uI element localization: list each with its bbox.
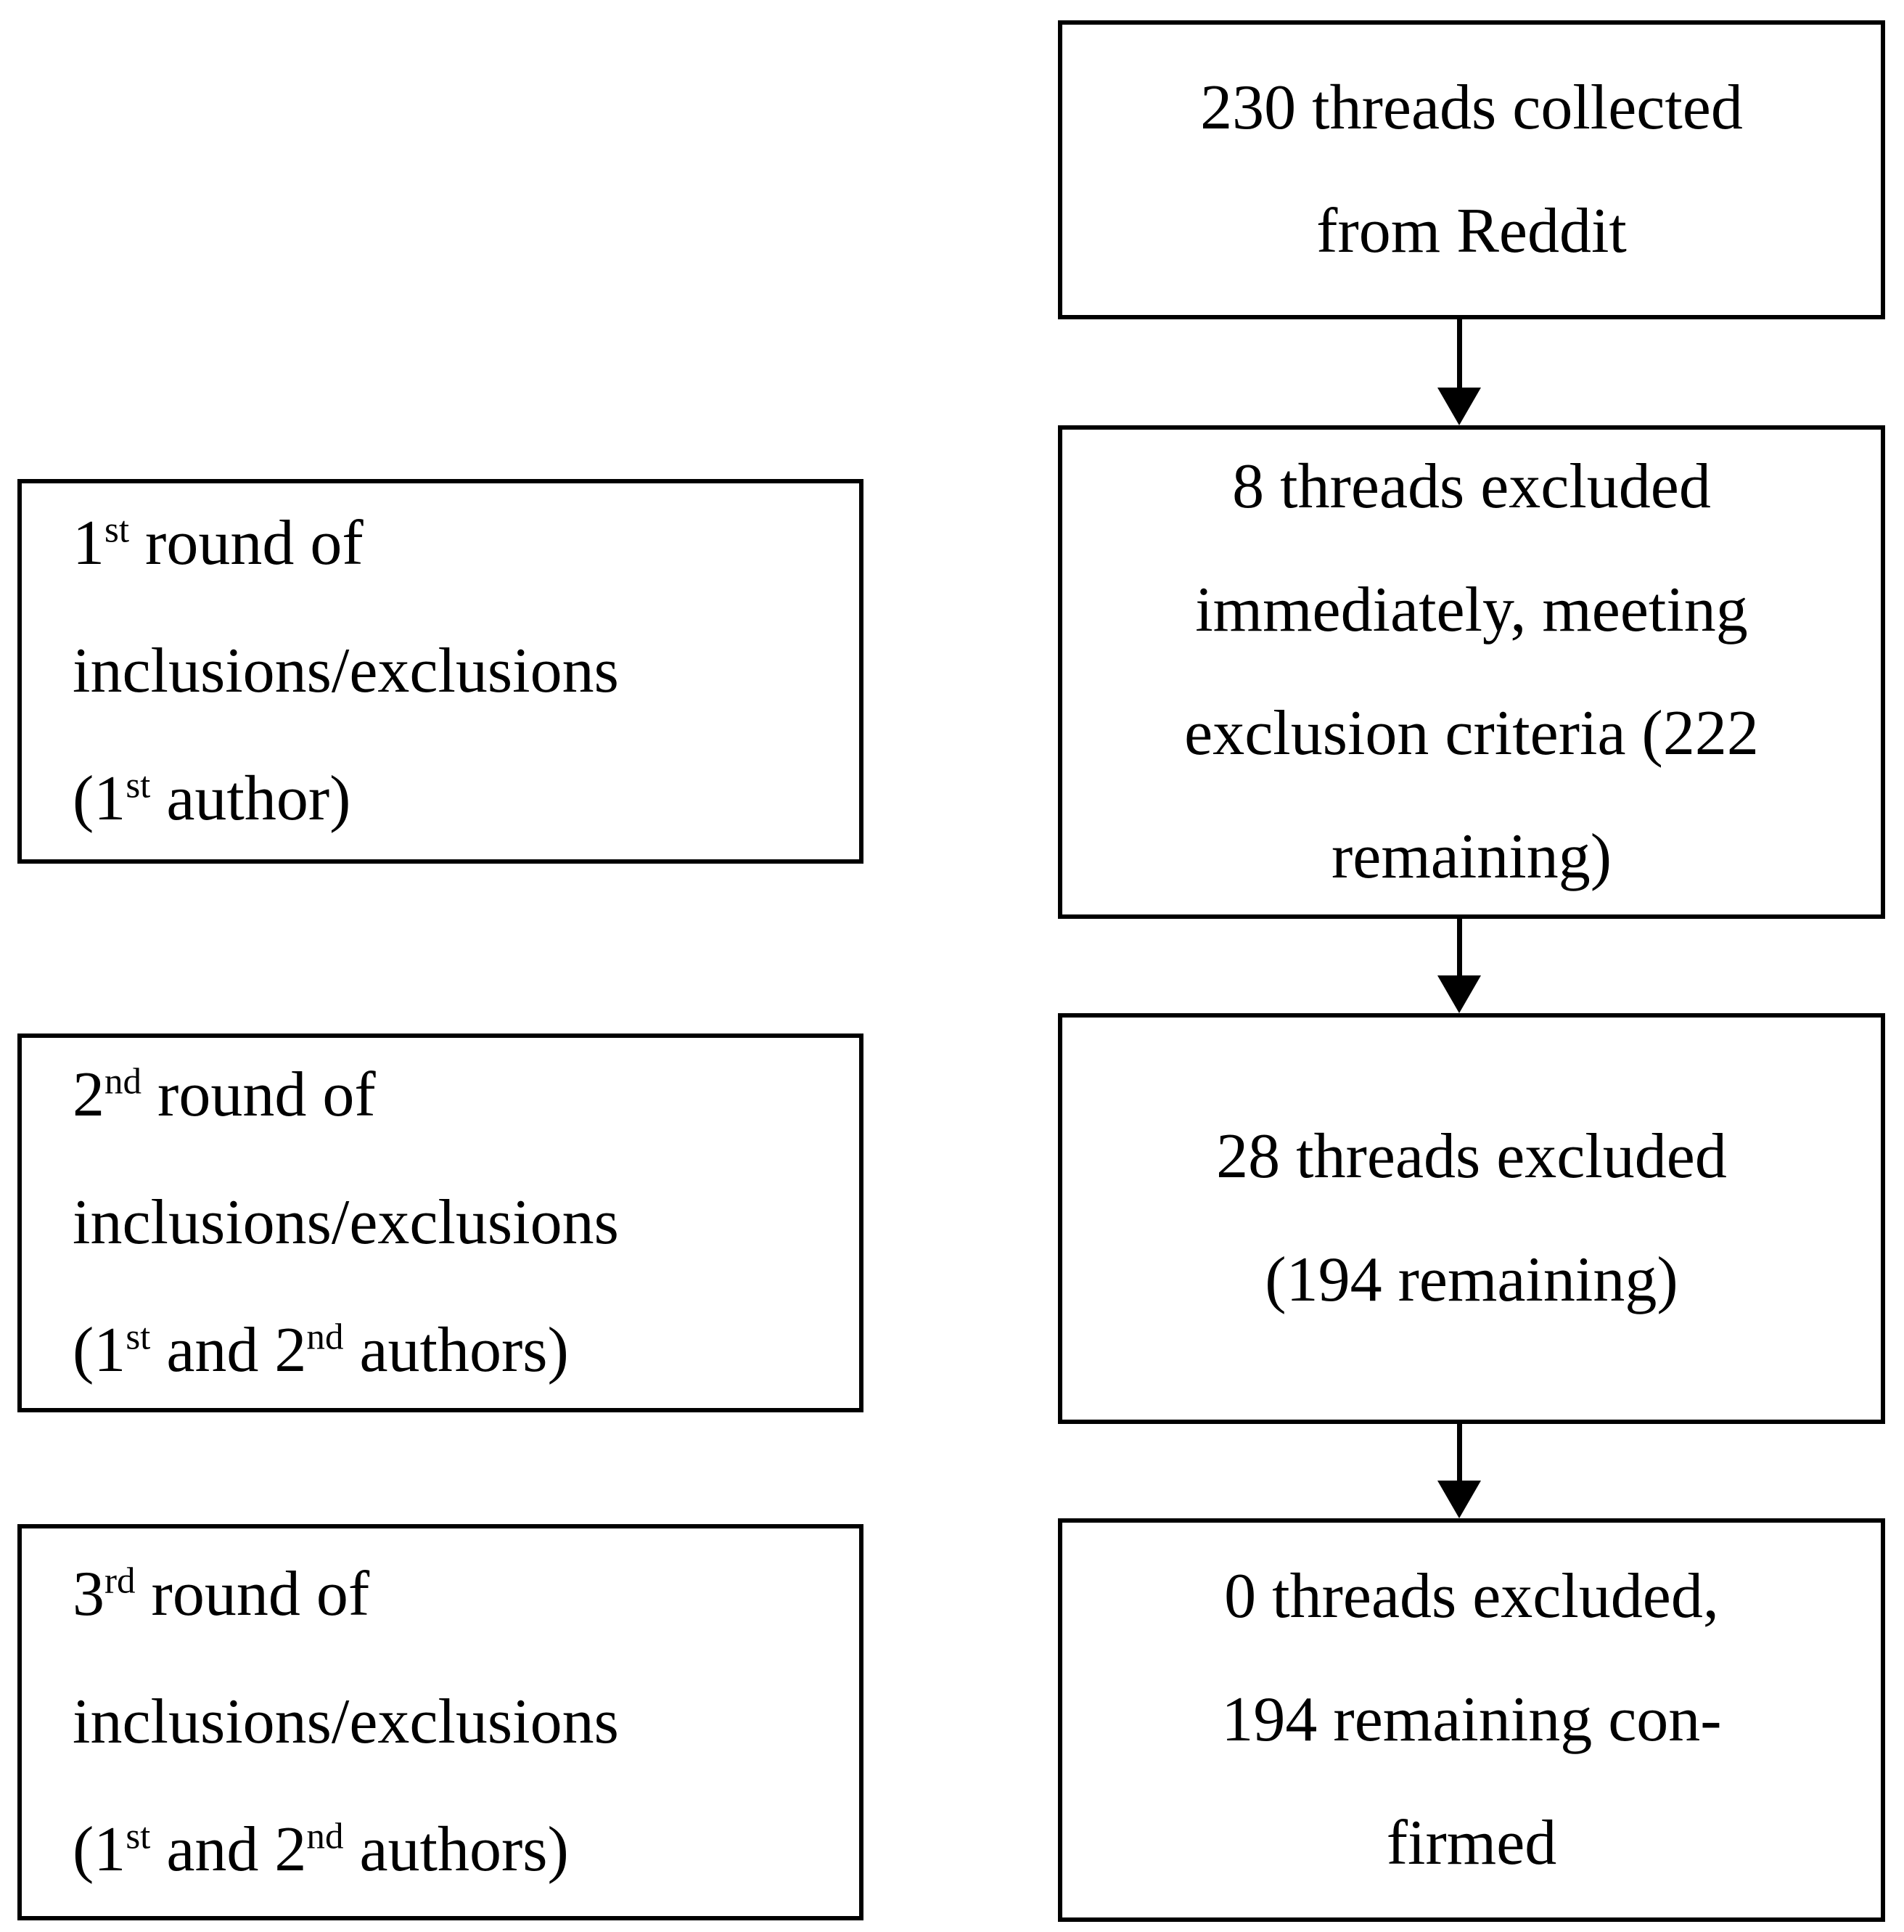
authors-mid: and 2 <box>150 1315 307 1385</box>
ordinal-suffix: nd <box>306 1317 344 1358</box>
box-text-line: 8 threads excluded <box>1232 451 1711 522</box>
box-text-line: (1st and 2nd authors) <box>73 1786 845 1914</box>
round-label: round of <box>141 1060 376 1130</box>
box-text-line: inclusions/exclusions <box>73 1187 619 1258</box>
round-3-box: 3rd round of inclusions/exclusions (1st … <box>17 1524 863 1920</box>
round-number: 2 <box>73 1060 104 1130</box>
authors-end: authors) <box>343 1814 569 1885</box>
arrow-head-icon <box>1437 1481 1481 1518</box>
box-text-line: 230 threads collected <box>1200 73 1743 143</box>
round-label: round of <box>129 508 364 578</box>
box-text-line: (1st and 2nd authors) <box>73 1287 845 1415</box>
ordinal-suffix: st <box>126 765 151 806</box>
arrow-head-icon <box>1437 975 1481 1013</box>
box-text-line: inclusions/exclusions <box>73 636 619 706</box>
box-text-line: 0 threads excluded, <box>1224 1561 1719 1632</box>
ordinal-suffix: st <box>104 509 130 551</box>
box-text-line: (194 remaining) <box>1265 1245 1678 1315</box>
box-text-line: from Reddit <box>1316 196 1627 266</box>
authors-mid: and 2 <box>150 1814 307 1885</box>
box-text-line: exclusion criteria (222 <box>1184 698 1759 769</box>
authors-open: (1 <box>73 1315 126 1385</box>
collected-box: 230 threads collected from Reddit <box>1058 20 1885 319</box>
round-1-box: 1st round of inclusions/exclusions (1st … <box>17 479 863 864</box>
box-text-line: 2nd round of <box>73 1031 845 1159</box>
box-text-line: immediately, meeting <box>1195 575 1748 645</box>
flow-arrow-1 <box>1437 319 1481 425</box>
flow-arrow-3 <box>1437 1424 1481 1518</box>
box-text-line: (1st author) <box>73 735 845 863</box>
box-text-line: inclusions/exclusions <box>73 1687 619 1757</box>
arrow-stem <box>1456 319 1462 388</box>
ordinal-suffix: st <box>126 1317 151 1358</box>
authors-open: (1 <box>73 1814 126 1885</box>
authors-open: (1 <box>73 764 126 834</box>
round-label: round of <box>135 1559 370 1629</box>
round-2-box: 2nd round of inclusions/exclusions (1st … <box>17 1033 863 1412</box>
round-number: 1 <box>73 508 104 578</box>
arrow-stem <box>1456 1424 1462 1481</box>
arrow-head-icon <box>1437 388 1481 425</box>
box-text-line: 3rd round of <box>73 1531 845 1658</box>
round-number: 3 <box>73 1559 104 1629</box>
first-exclusion-box: 8 threads excluded immediately, meeting … <box>1058 425 1885 919</box>
authors-mid: author) <box>150 764 351 834</box>
box-text-line: 1st round of <box>73 480 845 607</box>
third-exclusion-box: 0 threads excluded, 194 remaining con- f… <box>1058 1518 1885 1922</box>
ordinal-suffix: st <box>126 1816 151 1857</box>
authors-end: authors) <box>343 1315 569 1385</box>
ordinal-suffix: nd <box>104 1061 142 1102</box>
flow-arrow-2 <box>1437 919 1481 1013</box>
ordinal-suffix: nd <box>306 1816 344 1857</box>
box-text-line: 28 threads excluded <box>1216 1121 1727 1192</box>
box-text-line: firmed <box>1386 1808 1557 1878</box>
box-text-line: 194 remaining con- <box>1221 1685 1722 1755</box>
second-exclusion-box: 28 threads excluded (194 remaining) <box>1058 1013 1885 1424</box>
box-text-line: remaining) <box>1331 822 1612 892</box>
ordinal-suffix: rd <box>104 1560 136 1602</box>
arrow-stem <box>1456 919 1462 975</box>
